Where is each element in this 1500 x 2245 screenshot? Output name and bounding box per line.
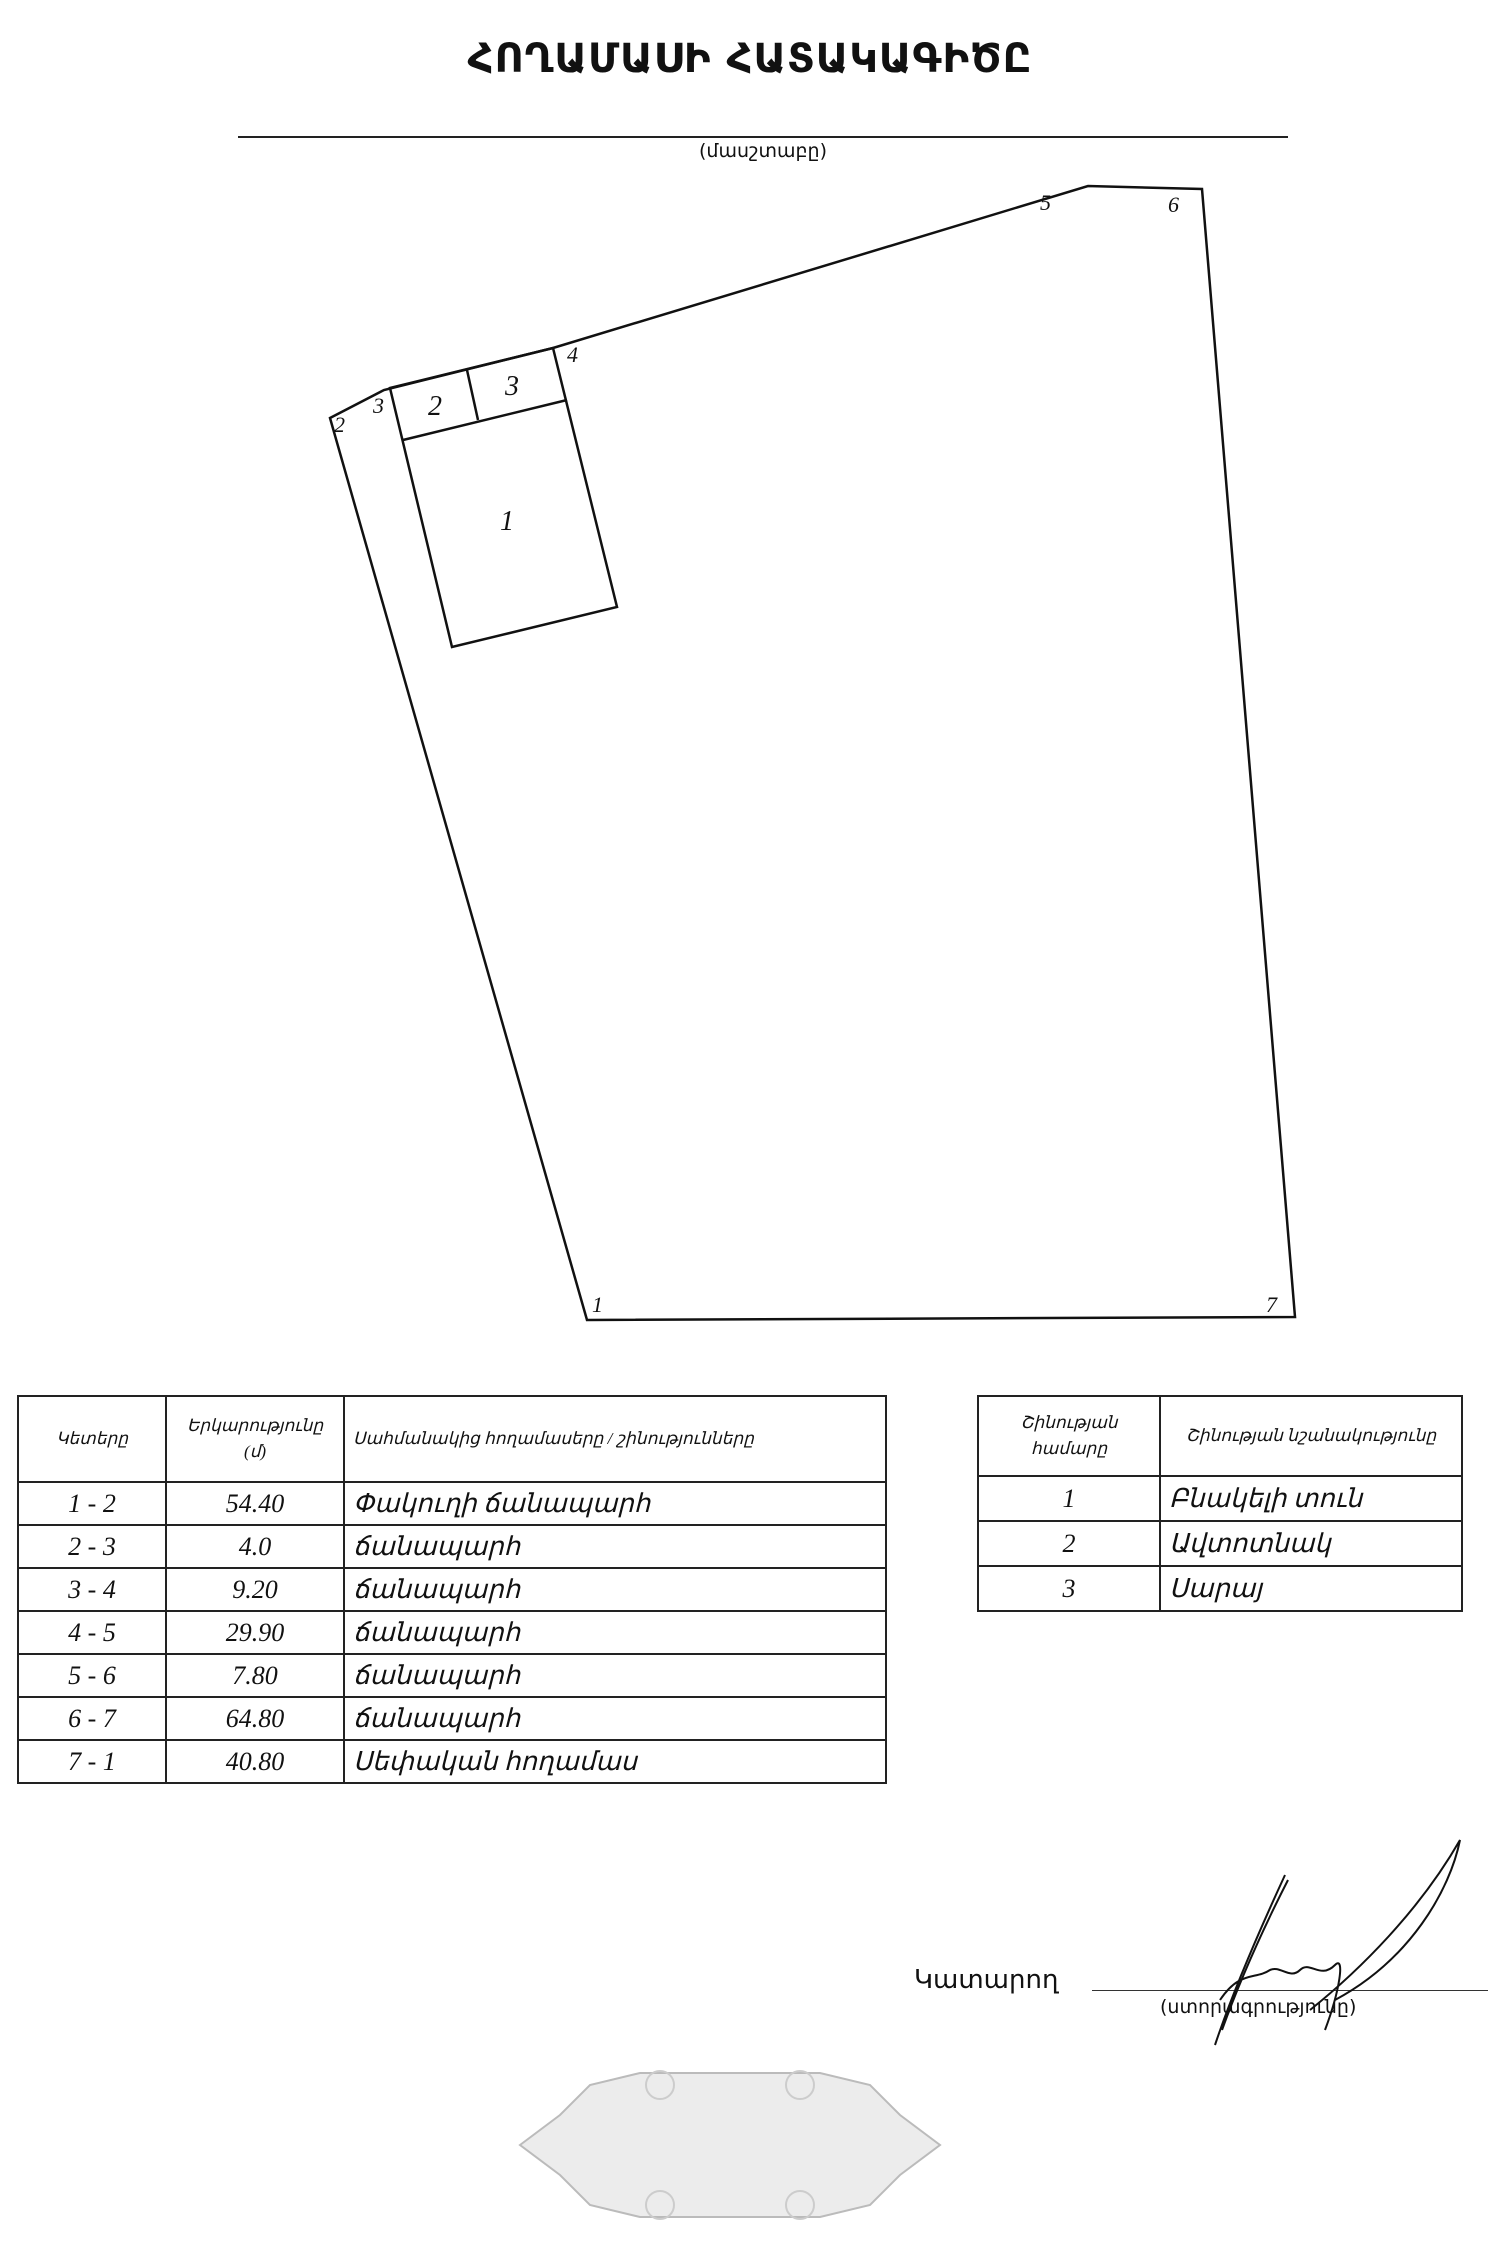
purpose-cell: Բնակելի տուն [1159,1475,1463,1522]
header-points: Կետերը [17,1395,167,1483]
point-label: 3 [372,393,384,418]
header-length: Երկարությունը (մ) [165,1395,345,1483]
length-cell: 9.20 [165,1567,345,1612]
signature-line [1092,1990,1488,1991]
embossed-stamp [518,2070,942,2220]
header-neighbors: Սահմանակից հողամասերը / շինությունները [343,1395,887,1483]
header-building-purpose: Շինության նշանակությունը [1159,1395,1463,1477]
building-divider [465,369,480,421]
document-title: ՀՈՂԱՄԱՍԻ ՀԱՏԱԿԱԳԻԾԸ [467,36,1033,82]
building-label: 3 [504,371,519,402]
purpose-cell: Սարայ [1159,1565,1463,1612]
handwritten-signature [1214,1839,1461,2046]
scale-caption: (մասշտաբը) [699,140,827,162]
point-label: 5 [1040,190,1051,215]
purpose-cell: Ավտոտնակ [1159,1520,1463,1567]
neighbor-cell: ճանապարհ [343,1610,887,1655]
plot-boundary [328,184,1297,1322]
neighbor-cell: Սեփական հողամաս [343,1739,887,1784]
points-cell: 2 - 3 [17,1524,167,1569]
length-cell: 54.40 [165,1481,345,1526]
point-label: 7 [1266,1292,1278,1317]
table-header-row: Շինության համարը Շինության նշանակություն… [977,1395,1463,1477]
points-cell: 4 - 5 [17,1610,167,1655]
neighbor-cell: ճանապարհ [343,1567,887,1612]
points-cell: 5 - 6 [17,1653,167,1698]
header-building-number: Շինության համարը [977,1395,1161,1477]
building-outline [388,346,619,649]
number-cell: 2 [977,1520,1161,1567]
neighbor-cell: ճանապարհ [343,1653,887,1698]
neighbor-cell: ճանապարհ [343,1524,887,1569]
executor-label: Կատարող [914,1965,1059,1995]
point-label: 4 [567,342,578,367]
points-cell: 6 - 7 [17,1696,167,1741]
points-cell: 3 - 4 [17,1567,167,1612]
table-header-row: Կետերը Երկարությունը (մ) Սահմանակից հողա… [17,1395,887,1483]
number-cell: 1 [977,1475,1161,1522]
points-cell: 7 - 1 [17,1739,167,1784]
building-label: 2 [428,391,442,422]
length-cell: 7.80 [165,1653,345,1698]
point-label: 2 [334,412,345,437]
point-label: 6 [1168,192,1179,217]
length-cell: 64.80 [165,1696,345,1741]
neighbor-cell: ճանապարհ [343,1696,887,1741]
building-table: Շինության համարը Շինության նշանակություն… [977,1395,1463,1612]
number-cell: 3 [977,1565,1161,1612]
points-cell: 1 - 2 [17,1481,167,1526]
boundary-table: Կետերը Երկարությունը (մ) Սահմանակից հողա… [17,1395,887,1784]
length-cell: 40.80 [165,1739,345,1784]
length-cell: 29.90 [165,1610,345,1655]
land-plot-plan: 2 3 4 5 6 7 1 1 2 3 [328,184,1297,1322]
building-divider [402,398,568,442]
scale-line [238,136,1288,138]
neighbor-cell: Փակուղի ճանապարհ [343,1481,887,1526]
point-label: 1 [592,1292,603,1317]
building-label: 1 [500,506,514,537]
length-cell: 4.0 [165,1524,345,1569]
signature-caption: (ստորագրությունը) [1160,1996,1357,2018]
